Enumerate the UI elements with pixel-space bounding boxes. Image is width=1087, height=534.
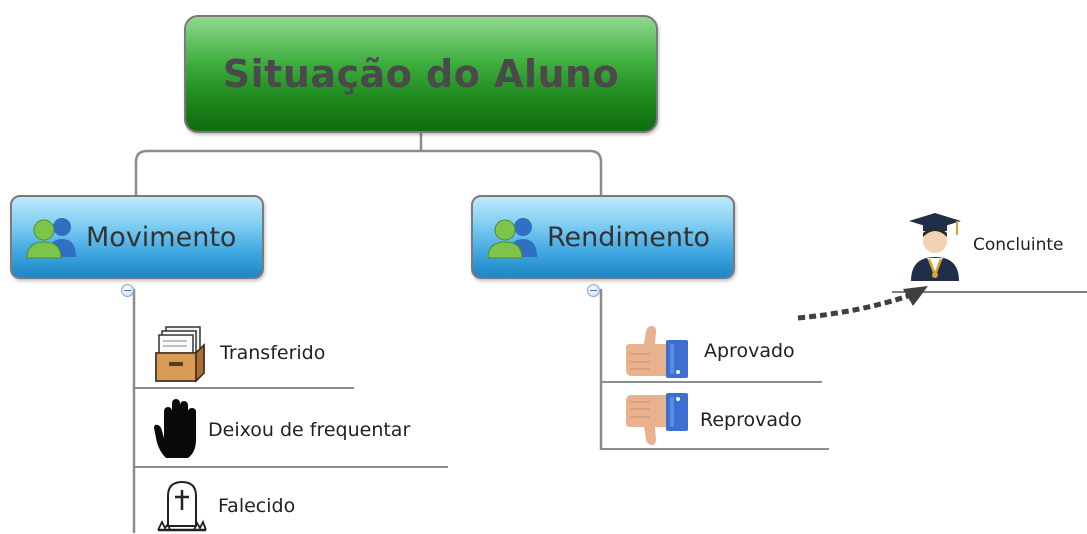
subtopic-reprovado-label: Reprovado [700,409,802,431]
graduate-icon [909,213,961,281]
root-connector [134,131,603,197]
thumbs-down-icon [626,393,688,445]
subtopic-transferido[interactable]: Transferido [152,322,325,384]
collapse-movimento-button[interactable] [121,284,134,297]
users-icon [26,218,76,259]
minus-icon [590,289,597,292]
subtopic-aprovado-label: Aprovado [704,340,795,362]
subtopic-deixou-de-frequentar[interactable]: Deixou de frequentar [152,398,410,462]
stop-hand-icon [154,399,196,458]
subtopic-aprovado[interactable]: Aprovado [622,322,795,380]
topic-movimento-label: Movimento [86,221,237,253]
floating-topic-concluinte-label: Concluinte [973,235,1064,255]
central-topic[interactable]: Situação do Aluno [184,15,658,133]
topic-rendimento[interactable]: Rendimento [471,195,735,279]
subtopic-reprovado[interactable]: Reprovado [622,391,802,449]
minus-icon [124,289,131,292]
tombstone-icon [157,480,207,531]
subtopic-falecido[interactable]: Falecido [156,478,295,533]
topic-rendimento-label: Rendimento [547,221,711,253]
topic-movimento[interactable]: Movimento [10,195,264,279]
collapse-rendimento-button[interactable] [587,284,600,297]
subtopic-transferido-label: Transferido [220,342,326,364]
archive-box-icon [155,326,205,383]
relationship-arrow[interactable] [797,286,928,321]
subtopic-falecido-label: Falecido [218,494,296,517]
thumbs-up-icon [626,326,688,378]
users-icon [487,218,537,259]
subtopic-deixou-label: Deixou de frequentar [208,419,411,441]
central-topic-title: Situação do Aluno [222,52,620,96]
floating-topic-concluinte[interactable]: Concluinte [905,207,1064,283]
